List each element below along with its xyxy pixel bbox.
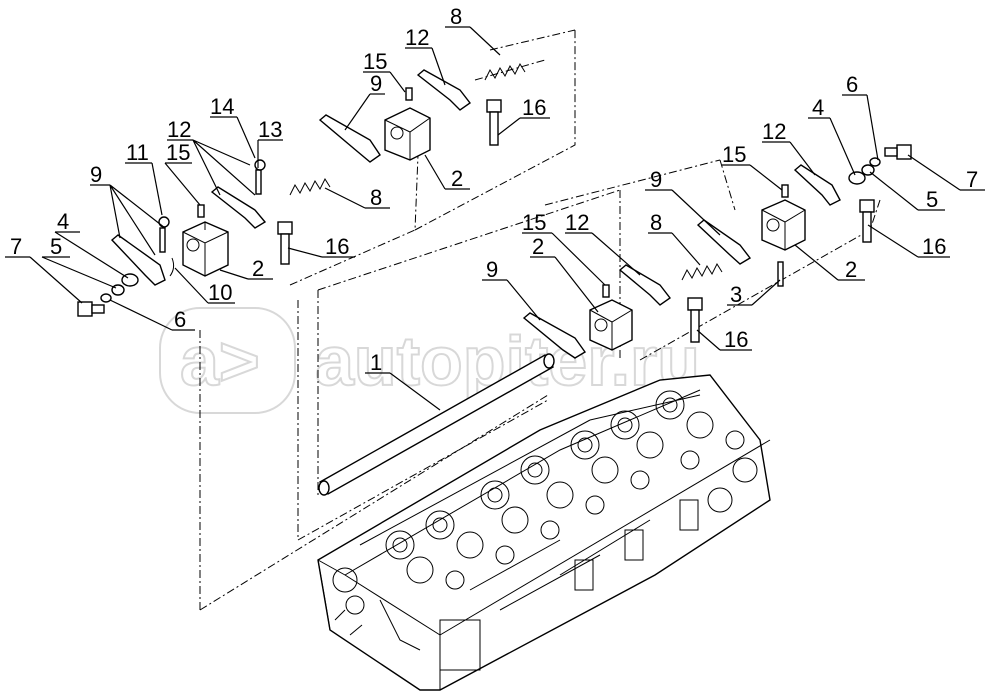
callout-12-right: 12	[762, 119, 786, 144]
callout-16-right: 16	[922, 234, 946, 259]
rocker-arm-12-left	[210, 186, 267, 229]
spring-top	[484, 62, 526, 81]
rocker-support-right	[761, 199, 806, 251]
bolt-16-right	[859, 199, 875, 243]
pin-13	[255, 169, 262, 195]
pin-11	[159, 227, 166, 253]
callout-11: 11	[126, 140, 149, 165]
rocker-shaft	[318, 353, 555, 496]
bolt-16-mid	[687, 297, 703, 343]
callout-1: 1	[370, 350, 382, 375]
callout-2-left: 2	[252, 256, 264, 281]
bolt-7-left	[77, 301, 105, 317]
callout-5-left: 5	[50, 234, 62, 259]
callout-6-right: 6	[846, 72, 858, 97]
spring-mid	[289, 177, 331, 196]
callout-9-top: 9	[370, 71, 382, 96]
clip-10	[169, 257, 175, 277]
callout-7-left: 7	[10, 234, 22, 259]
rocker-arm-9-mid	[522, 312, 587, 359]
callout-2-top: 2	[451, 166, 463, 191]
washer-6-right	[869, 157, 881, 167]
bolts	[77, 99, 912, 343]
callout-4-left: 4	[57, 209, 69, 234]
rocker-arm-12-right	[793, 164, 841, 206]
callout-9-right: 9	[650, 167, 662, 192]
callout-8-top: 8	[450, 4, 462, 29]
rocker-arm-12-mid	[618, 264, 672, 306]
callout-15-mid: 15	[522, 210, 546, 235]
bolt-16-top	[486, 99, 502, 146]
watermark-logo: a>	[180, 322, 260, 400]
rocker-supports	[182, 107, 806, 351]
spring-right	[681, 262, 723, 281]
callout-16-top: 16	[522, 95, 546, 120]
watermark-logo-box	[159, 307, 296, 414]
rocker-support-mid	[589, 299, 633, 351]
callout-12-top: 12	[405, 25, 429, 50]
cylinder-head	[317, 374, 771, 691]
nut-11	[158, 216, 170, 228]
callout-12-left: 12	[167, 117, 191, 142]
bolt-16-left	[277, 221, 293, 265]
springs	[289, 62, 723, 281]
callout-16-left: 16	[325, 234, 349, 259]
rocker-arms	[110, 69, 841, 359]
callout-labels: 8 12 15 9 16 14 12 13 11 15 9 2 8 4 5 7 …	[10, 4, 978, 375]
rocker-arm-9-right	[696, 219, 752, 265]
washer-6-left	[100, 293, 112, 303]
pin-15-left	[197, 204, 205, 218]
callout-9-left: 9	[90, 162, 102, 187]
rocker-support-left	[182, 221, 229, 277]
pin-15-right	[781, 184, 789, 198]
callout-15-top: 15	[363, 49, 387, 74]
callout-12-mid: 12	[565, 210, 589, 235]
rocker-arm-9-left	[110, 234, 166, 286]
callout-16-mid: 16	[724, 327, 748, 352]
washer-4-right	[848, 171, 866, 185]
callout-9-mid: 9	[486, 257, 498, 282]
rocker-support-top	[384, 107, 431, 161]
washers-and-pins	[100, 87, 881, 303]
callout-10: 10	[208, 280, 232, 305]
rocker-arm-12-top	[416, 69, 472, 111]
pin-15-top	[405, 87, 413, 101]
callout-7-right: 7	[966, 167, 978, 192]
callout-3: 3	[730, 282, 742, 307]
nut-14	[254, 159, 266, 171]
pin-3	[777, 261, 784, 287]
callout-13: 13	[258, 117, 282, 142]
callout-5-right: 5	[926, 187, 938, 212]
pin-15-mid	[602, 284, 610, 298]
callout-6-left: 6	[174, 307, 186, 332]
callout-15-right: 15	[722, 142, 746, 167]
bolt-7-right	[884, 144, 912, 160]
callout-4-right: 4	[812, 95, 824, 120]
callout-14: 14	[210, 94, 234, 119]
callout-2-mid: 2	[532, 234, 544, 259]
rocker-arm-9-top	[318, 114, 381, 163]
callout-8-mid: 8	[370, 185, 382, 210]
callout-leaders	[5, 26, 985, 411]
callout-8-right: 8	[650, 210, 662, 235]
callout-2-right: 2	[845, 257, 857, 282]
callout-15-left: 15	[166, 140, 190, 165]
